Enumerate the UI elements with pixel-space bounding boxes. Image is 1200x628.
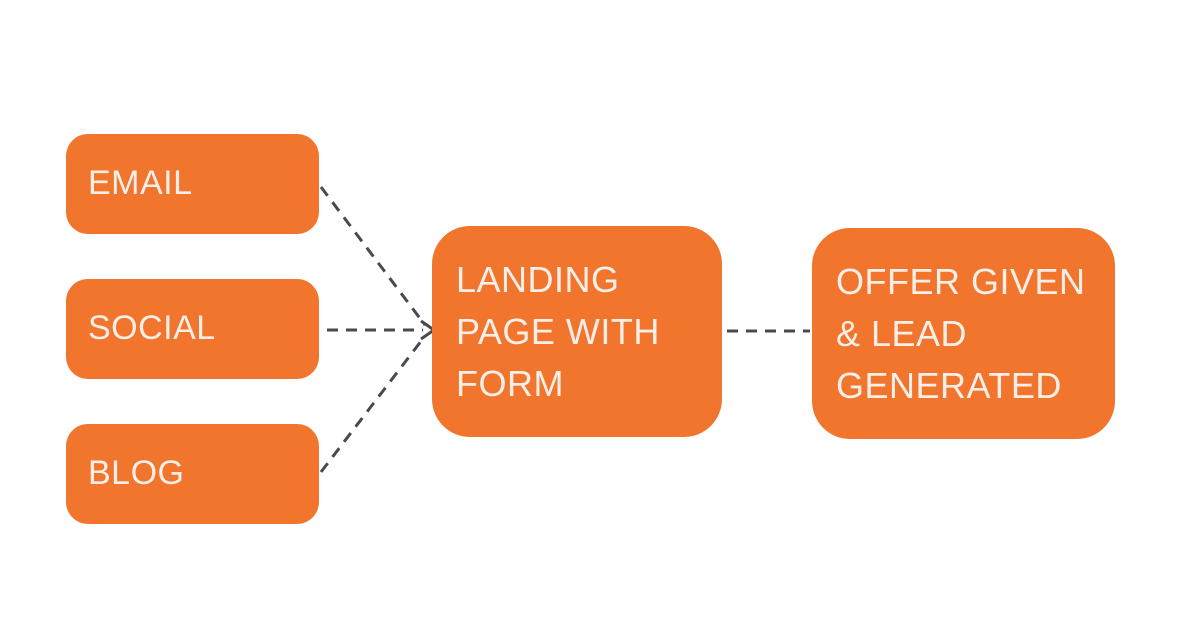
node-offer-lead: OFFER GIVEN & LEAD GENERATED — [812, 228, 1115, 439]
node-blog-label: BLOG — [88, 454, 185, 493]
connector-email-to-landing — [319, 186, 427, 326]
node-landing-page-label: LANDING PAGE WITH FORM — [456, 258, 660, 404]
node-social-label: SOCIAL — [88, 309, 216, 348]
connector-blog-to-landing — [319, 335, 427, 473]
node-blog: BLOG — [66, 424, 319, 524]
node-landing-page: LANDING PAGE WITH FORM — [432, 226, 722, 437]
node-offer-lead-label: OFFER GIVEN & LEAD GENERATED — [836, 260, 1086, 406]
node-email-label: EMAIL — [88, 164, 193, 203]
node-email: EMAIL — [66, 134, 319, 234]
node-social: SOCIAL — [66, 279, 319, 379]
